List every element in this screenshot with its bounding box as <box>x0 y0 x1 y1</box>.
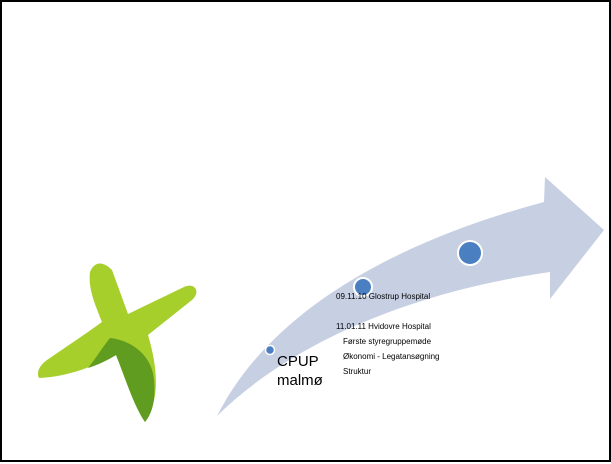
milestone-dot-icon <box>264 344 276 356</box>
curved-arrow-icon <box>217 177 604 416</box>
timeline-note: Økonomi - Legatansøgning <box>343 352 440 361</box>
milestone-dot-icon <box>353 277 373 297</box>
milestone-label-line1: CPUP <box>277 353 319 370</box>
timeline-note: Første styregruppemøde <box>343 337 432 346</box>
milestone-dot-icon <box>457 240 483 266</box>
timeline-note: 11.01.11 Hvidovre Hospital <box>336 322 431 331</box>
green-star-logo-icon <box>37 263 197 422</box>
timeline-note: 09.11.10 Glostrup Hospital <box>336 292 431 301</box>
timeline-note: Struktur <box>343 367 372 376</box>
milestone-label-line2: malmø <box>277 372 323 389</box>
